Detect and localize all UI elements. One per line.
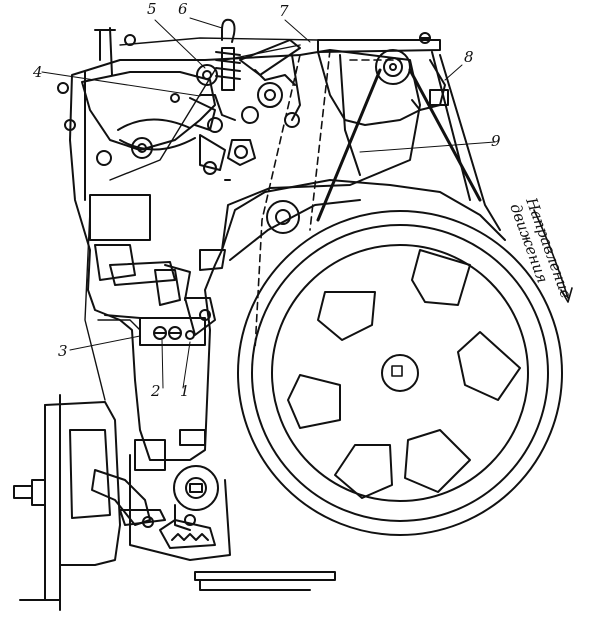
flywheel xyxy=(237,210,563,536)
spoke-hole xyxy=(334,444,393,499)
tension-assembly xyxy=(57,18,301,181)
callout-labels: 5 6 7 8 4 9 3 2 1 xyxy=(32,0,501,400)
spoke-hole xyxy=(317,291,376,341)
label-3: 3 xyxy=(58,342,68,360)
lower-shaft xyxy=(134,429,219,541)
spoke-hole xyxy=(404,429,471,493)
spoke-hole xyxy=(457,331,521,401)
label-9: 9 xyxy=(491,132,501,150)
label-7: 7 xyxy=(279,2,289,20)
direction-label: Направление движения xyxy=(506,194,575,301)
label-4: 4 xyxy=(32,63,43,81)
thread-lines xyxy=(84,37,319,401)
left-frame xyxy=(13,394,166,611)
label-2: 2 xyxy=(150,382,161,400)
label-5: 5 xyxy=(147,0,157,18)
direction-arrow xyxy=(533,209,573,303)
spoke-hole xyxy=(411,249,471,306)
label-6: 6 xyxy=(178,0,188,18)
flywheel-guard xyxy=(221,179,506,261)
label-1: 1 xyxy=(180,382,190,400)
label-8: 8 xyxy=(464,48,474,66)
leader-lines xyxy=(41,17,496,389)
top-pulley xyxy=(317,32,449,111)
mid-unit xyxy=(89,194,226,336)
spoke-hole xyxy=(287,374,341,429)
rear-casting xyxy=(317,51,421,176)
machine-base xyxy=(129,454,336,591)
